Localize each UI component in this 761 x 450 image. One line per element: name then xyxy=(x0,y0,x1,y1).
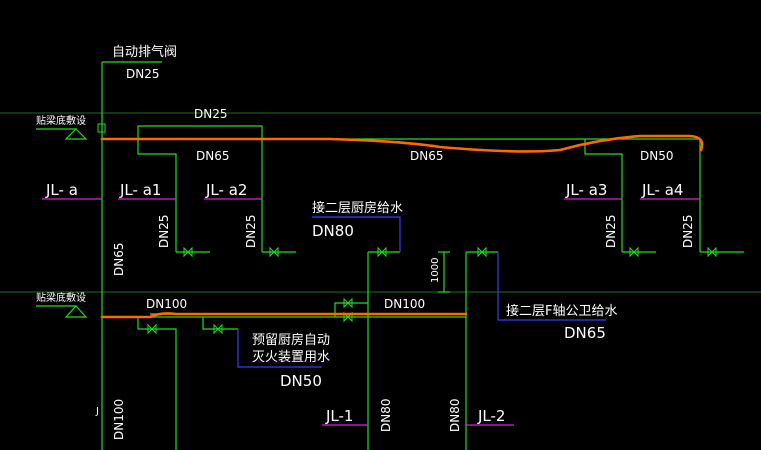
branch-dn-a1: DN25 xyxy=(157,215,171,249)
branch-dn-a3: DN25 xyxy=(604,215,618,249)
markup-top xyxy=(100,134,704,153)
markup-bottom xyxy=(100,312,468,319)
bypass-loop xyxy=(334,302,368,317)
riser-jl-a1: JL- a1 xyxy=(119,181,161,199)
fire-reserve-line2: 灭火装置用水 xyxy=(252,350,330,365)
beam-leader-top xyxy=(36,128,88,140)
riser-label-lines xyxy=(42,198,700,426)
beam-label-bottom: 贴梁底敷设 xyxy=(36,291,86,304)
markup-lines xyxy=(100,134,704,319)
valve-icon xyxy=(343,297,353,309)
fire-reserve-line xyxy=(237,329,322,368)
riser-jl-a4: JL- a4 xyxy=(641,181,683,199)
riser-jl-1: JL-1 xyxy=(325,407,353,425)
kitchen-supply-dn: DN80 xyxy=(312,222,354,240)
bottom-riser-left xyxy=(137,317,177,450)
riser-jl-2: JL-2 xyxy=(477,407,505,425)
valves xyxy=(97,123,717,335)
toilet-supply-line xyxy=(497,252,606,321)
valve-icon xyxy=(477,246,487,258)
connection-lines xyxy=(237,216,606,368)
top-dn25-loop xyxy=(137,125,263,139)
jl2-dn: DN80 xyxy=(448,399,462,433)
riser-main-dn: DN65 xyxy=(112,243,126,277)
fire-reserve-dn: DN50 xyxy=(280,372,322,390)
floor-level-lines xyxy=(0,112,761,293)
beam-leader-bottom xyxy=(36,305,88,318)
lower-main-dn-mid: DN100 xyxy=(384,297,425,311)
top-main-dn-right: DN50 xyxy=(640,149,674,163)
lower-main-dn: DN100 xyxy=(146,297,187,311)
jl1-dn: DN80 xyxy=(379,399,393,433)
riser-jl-a2: JL- a2 xyxy=(205,181,247,199)
riser-jl-a3: JL- a3 xyxy=(565,181,607,199)
air-valve-icon xyxy=(97,123,106,133)
fire-reserve-pipe xyxy=(202,317,238,330)
valve-icon xyxy=(269,246,279,258)
top-main-dn-left: DN65 xyxy=(196,149,230,163)
valve-icon xyxy=(377,246,387,258)
bottom-riser-dn-left: DN100 xyxy=(112,399,126,440)
elevation-offset-label: 1000 xyxy=(430,258,441,283)
top-main-dn-mid: DN65 xyxy=(410,149,444,163)
top-dn50-offset xyxy=(584,139,623,252)
small-j-label: J xyxy=(95,406,99,417)
auto-air-valve-label: 自动排气阀 xyxy=(112,44,177,60)
beam-label-top: 贴梁底敷设 xyxy=(36,114,86,127)
top-branch-dn-label: DN25 xyxy=(194,107,228,121)
valve-icon xyxy=(707,246,717,258)
fire-reserve-line1: 预留厨房自动 xyxy=(252,332,330,348)
toilet-supply-label: 接二层F轴公卫给水 xyxy=(506,303,617,319)
kitchen-supply-line xyxy=(312,216,401,252)
kitchen-supply-label: 接二层厨房给水 xyxy=(312,200,403,216)
branch-dn-a4: DN25 xyxy=(681,215,695,249)
top-dn65-offset xyxy=(137,139,177,252)
labels: 自动排气阀 DN25 贴梁底敷设 贴梁底敷设 DN25 DN65 DN65 DN… xyxy=(36,44,695,440)
branch-dn-a2: DN25 xyxy=(244,215,258,249)
valve-icon xyxy=(213,323,223,335)
air-valve-dn-label: DN25 xyxy=(126,67,160,81)
valve-icon xyxy=(147,323,157,335)
riser-jl-a: JL- a xyxy=(45,181,78,199)
valve-icon xyxy=(629,246,639,258)
valve-icon xyxy=(183,246,193,258)
toilet-supply-dn: DN65 xyxy=(564,324,606,342)
